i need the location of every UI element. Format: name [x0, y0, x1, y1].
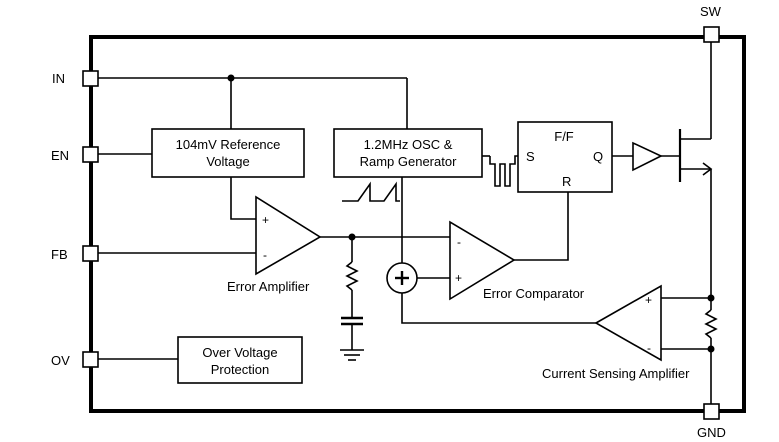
ec-plus: + — [455, 271, 462, 285]
pin-ov-label: OV — [51, 353, 70, 368]
sense-resistor — [704, 309, 718, 339]
ea-minus: - — [263, 248, 267, 262]
flipflop-block — [517, 121, 613, 193]
pin-en — [82, 146, 99, 163]
ramp-waveform-icon — [342, 181, 400, 202]
flipflop-title: F/F — [554, 129, 574, 144]
clock-pulse-icon — [482, 155, 518, 187]
ovp-block — [177, 336, 303, 384]
ec-minus: - — [457, 235, 461, 249]
summer-plus-icon — [395, 271, 409, 285]
pin-in-label: IN — [52, 71, 65, 86]
pin-fb — [82, 245, 99, 262]
pin-gnd — [703, 403, 720, 420]
csa-plus: + — [645, 293, 652, 307]
pin-sw — [703, 26, 720, 43]
pin-in — [82, 70, 99, 87]
oscillator-block — [333, 128, 483, 178]
ovp-label-line2: Protection — [211, 362, 270, 377]
current-sensing-amplifier — [594, 284, 662, 362]
pin-sw-label: SW — [700, 4, 722, 19]
compensation-resistor — [345, 261, 359, 291]
junction-in — [227, 74, 235, 82]
error-amplifier-label: Error Amplifier — [227, 279, 310, 294]
error-amplifier — [255, 195, 322, 276]
chip-outline — [89, 35, 746, 413]
ground-symbol — [340, 349, 364, 361]
oscillator-label-line1: 1.2MHz OSC & — [364, 137, 453, 152]
reference-label-line2: Voltage — [206, 154, 249, 169]
reference-label-line1: 104mV Reference — [176, 137, 281, 152]
power-mosfet — [678, 129, 713, 182]
pin-fb-label: FB — [51, 247, 68, 262]
ovp-label-line1: Over Voltage — [202, 345, 277, 360]
reference-voltage-block — [151, 128, 305, 178]
csa-minus: - — [647, 341, 651, 355]
pin-ov — [82, 351, 99, 368]
oscillator-label-line2: Ramp Generator — [360, 154, 457, 169]
error-comparator — [449, 220, 516, 301]
gate-driver — [632, 141, 663, 172]
flipflop-s: S — [526, 149, 535, 164]
flipflop-r: R — [562, 174, 571, 189]
flipflop-q: Q — [593, 149, 603, 164]
ea-plus: + — [262, 213, 269, 227]
pin-gnd-label: GND — [697, 425, 726, 440]
error-comparator-label: Error Comparator — [483, 286, 585, 301]
current-sensing-label: Current Sensing Amplifier — [542, 366, 690, 381]
pin-en-label: EN — [51, 148, 69, 163]
